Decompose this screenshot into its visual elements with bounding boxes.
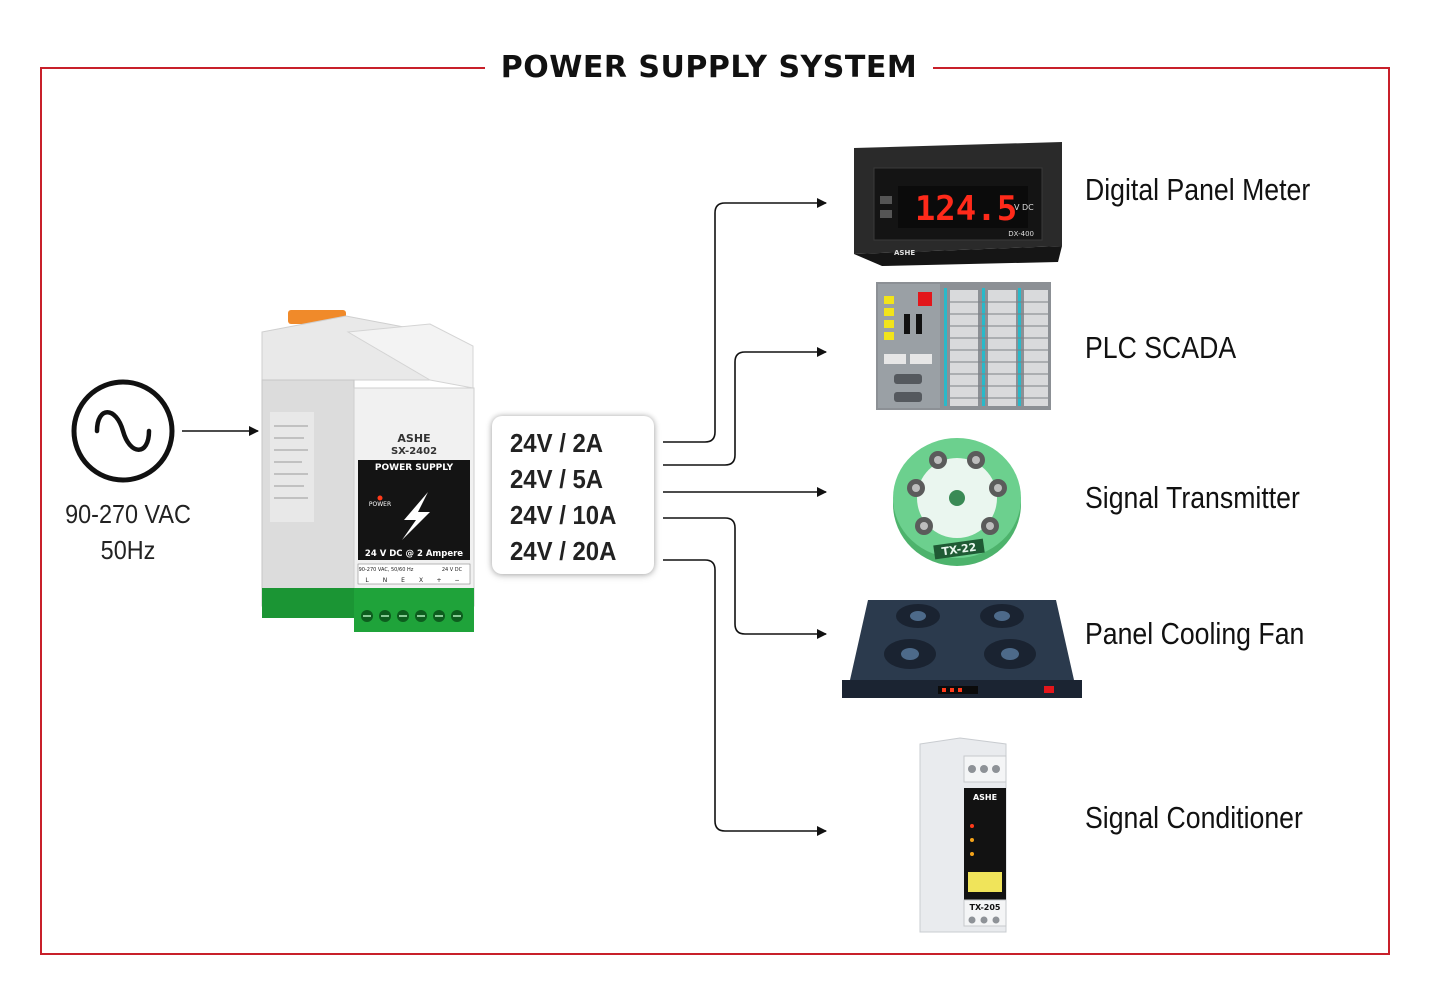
label-panel-cooling-fan: Panel Cooling Fan bbox=[1085, 616, 1305, 651]
diagram-title: POWER SUPPLY SYSTEM bbox=[485, 46, 933, 90]
rating-5a: 24V / 5A bbox=[510, 464, 604, 494]
meter-display: 124.5 bbox=[915, 189, 1017, 229]
terminal-label: L bbox=[365, 577, 369, 584]
psu-power-led bbox=[377, 495, 383, 501]
input-spec-label: 90-270 VAC 50Hz bbox=[49, 496, 207, 568]
rating-2a: 24V / 2A bbox=[510, 428, 604, 458]
label-plc-scada: PLC SCADA bbox=[1085, 330, 1237, 365]
meter-unit: V DC bbox=[1014, 203, 1034, 212]
connector-panel-cooling-fan bbox=[663, 517, 827, 639]
digital-panel-meter-image: 124.5 V DC DX-400 ASHE bbox=[854, 142, 1062, 266]
terminal-label: E bbox=[401, 577, 405, 584]
lightning-icon bbox=[402, 492, 430, 540]
ac-source-icon bbox=[71, 379, 175, 483]
plc-scada-image bbox=[876, 282, 1051, 410]
rating-10a: 24V / 10A bbox=[510, 500, 617, 530]
terminal-label: N bbox=[383, 577, 388, 584]
terminal-block bbox=[354, 588, 474, 632]
psu-heading: POWER SUPPLY bbox=[375, 463, 454, 473]
rating-20a: 24V / 20A bbox=[510, 536, 617, 566]
psu-power-label: POWER bbox=[369, 501, 391, 508]
psu-output-spec: 24 V DC bbox=[442, 567, 463, 573]
psu-rating-text: 24 V DC @ 2 Ampere bbox=[365, 549, 463, 559]
input-voltage: 90-270 VAC bbox=[65, 499, 191, 529]
signal-transmitter-image: TX-22 bbox=[893, 438, 1021, 566]
label-digital-panel-meter: Digital Panel Meter bbox=[1085, 172, 1311, 207]
conditioner-model: TX-205 bbox=[970, 903, 1001, 912]
input-frequency: 50Hz bbox=[100, 535, 156, 565]
conditioner-brand: ASHE bbox=[973, 793, 997, 802]
psu-input-spec: 90-270 VAC, 50/60 Hz bbox=[359, 567, 414, 573]
signal-conditioner-image: ASHE TX-205 bbox=[919, 737, 1007, 933]
terminal-label: − bbox=[454, 577, 459, 584]
connector-digital-panel-meter bbox=[663, 198, 827, 443]
psu-model: SX-2402 bbox=[391, 446, 437, 457]
meter-brand: ASHE bbox=[894, 249, 915, 257]
psu-brand: ASHE bbox=[397, 432, 430, 445]
label-signal-transmitter: Signal Transmitter bbox=[1085, 480, 1300, 515]
terminal-label: X bbox=[419, 577, 423, 584]
connector-plc-scada bbox=[663, 347, 827, 466]
label-signal-conditioner: Signal Conditioner bbox=[1085, 800, 1303, 835]
power-supply-unit-image: ASHE SX-2402 POWER SUPPLY POWER 24 V DC … bbox=[261, 310, 475, 632]
transmitter-model: TX-22 bbox=[941, 541, 977, 559]
connector-signal-conditioner bbox=[663, 559, 827, 836]
output-ratings-box: 24V / 2A 24V / 5A 24V / 10A 24V / 20A bbox=[492, 416, 654, 574]
meter-model: DX-400 bbox=[1008, 230, 1034, 238]
terminal-label: + bbox=[436, 577, 441, 584]
panel-cooling-fan-image bbox=[842, 600, 1082, 698]
